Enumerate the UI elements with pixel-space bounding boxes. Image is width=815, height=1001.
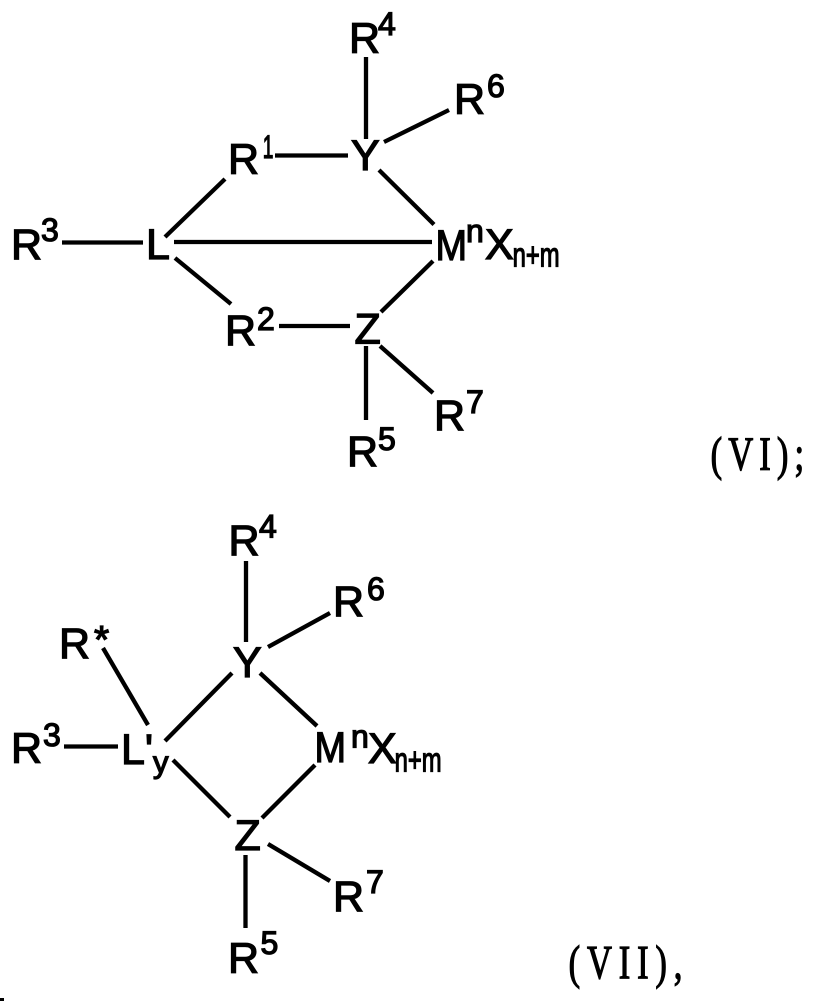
svg-text:R: R [225,307,256,355]
svg-text:Z: Z [235,812,261,860]
svg-text:R: R [229,517,260,565]
svg-text:R: R [333,873,364,921]
svg-text:R: R [454,76,485,124]
svg-text:M: M [315,723,347,772]
svg-text:3: 3 [41,212,59,248]
svg-text:*: * [94,619,109,662]
svg-text:Y: Y [351,132,380,180]
svg-text:n+m: n+m [513,236,560,274]
svg-text:6: 6 [487,68,505,104]
svg-text:R: R [11,725,42,773]
svg-text:R: R [434,392,465,440]
svg-text:5: 5 [378,421,396,457]
svg-text:M: M [436,221,468,270]
svg-text:R: R [333,578,364,626]
svg-text:3: 3 [43,717,61,753]
svg-text:X: X [368,725,397,773]
svg-text:R: R [228,136,259,184]
svg-text:R: R [347,428,378,476]
svg-text:4: 4 [259,509,277,545]
svg-text:R: R [349,15,380,63]
svg-text:4: 4 [378,6,396,42]
svg-text:X: X [485,221,514,269]
svg-text:2: 2 [257,301,275,337]
svg-text:n: n [466,213,484,249]
svg-text:L': L' [121,726,153,774]
svg-text:Z: Z [355,306,381,354]
svg-text:y: y [153,744,169,779]
svg-text:R: R [228,935,259,983]
svg-text:1: 1 [263,129,274,165]
svg-text:R: R [59,620,90,668]
svg-text:n+m: n+m [395,742,442,780]
svg-text:L: L [146,221,170,269]
svg-text:n: n [351,718,369,754]
svg-text:7: 7 [466,384,484,420]
svg-text:(VII),: (VII), [569,937,690,990]
svg-text:6: 6 [367,571,385,607]
svg-text:(VI);: (VI); [711,429,811,482]
svg-text:5: 5 [261,925,279,961]
svg-text:7: 7 [366,864,384,900]
svg-text:Y: Y [233,639,262,687]
svg-text:R: R [11,221,42,269]
